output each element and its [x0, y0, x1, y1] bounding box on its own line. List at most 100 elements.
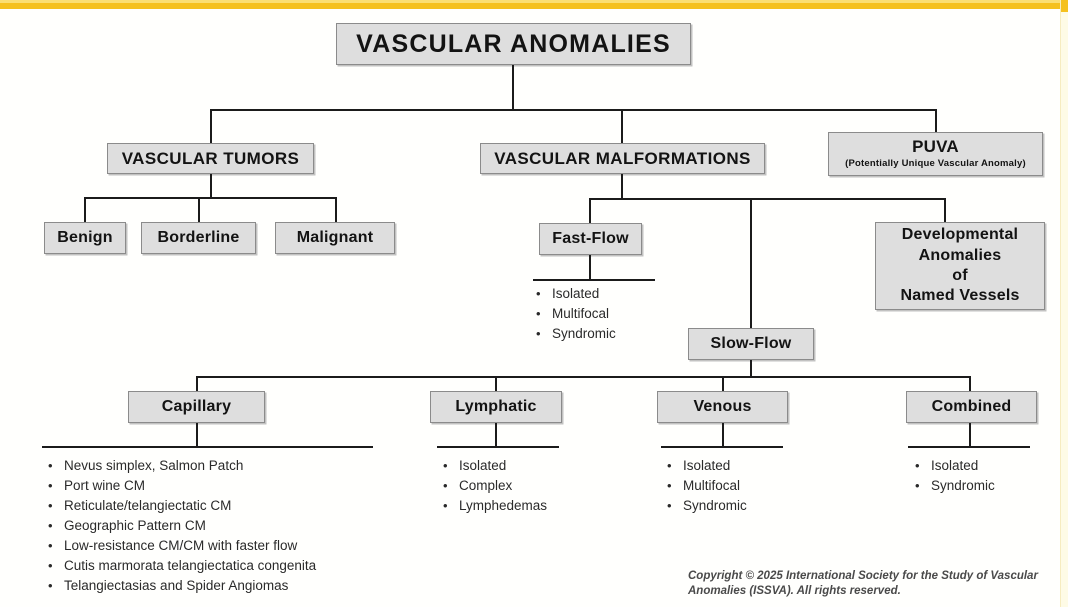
connector-tumors-bus: [84, 197, 337, 199]
list-item-label: Syndromic: [683, 498, 747, 513]
node-fast-flow[interactable]: Fast-Flow: [539, 223, 642, 255]
node-borderline[interactable]: Borderline: [141, 222, 256, 254]
bullet-icon: •: [48, 498, 53, 513]
list-item: • Syndromic: [667, 496, 747, 516]
connector-root-stem: [512, 65, 514, 110]
node-label: Malignant: [296, 229, 374, 246]
connector-drop-tumors: [210, 109, 212, 144]
node-label: PUVA: [912, 137, 959, 157]
connector-combined-stem: [969, 423, 971, 447]
bullet-icon: •: [443, 498, 448, 513]
node-label: Fast-Flow: [552, 230, 629, 247]
bullet-icon: •: [915, 478, 920, 493]
list-item: • Cutis marmorata telangiectatica congen…: [48, 556, 316, 576]
list-item: • Low-resistance CM/CM with faster flow: [48, 536, 316, 556]
list-item-label: Port wine CM: [64, 478, 146, 493]
bullet-icon: •: [536, 326, 541, 341]
right-edge-strip: [1060, 0, 1068, 607]
connector-lymphatic-stem: [495, 423, 497, 447]
connector-tumors-stem: [210, 174, 212, 198]
node-vascular-tumors[interactable]: VASCULAR TUMORS: [107, 143, 314, 174]
connector-drop-malformations: [621, 109, 623, 144]
list-item: • Telangiectasias and Spider Angiomas: [48, 576, 316, 596]
bullet-icon: •: [48, 478, 53, 493]
connector-drop-combined: [969, 376, 971, 392]
node-puva[interactable]: PUVA (Potentially Unique Vascular Anomal…: [828, 132, 1043, 176]
list-item-label: Low-resistance CM/CM with faster flow: [64, 538, 298, 553]
connector-venous-rule: [661, 446, 783, 448]
list-item-label: Reticulate/telangiectatic CM: [64, 498, 232, 513]
connector-drop-venous: [722, 376, 724, 392]
connector-slow-flow-bus: [196, 376, 971, 378]
list-fast-flow-items: • Isolated • Multifocal • Syndromic: [536, 284, 616, 344]
node-vascular-anomalies[interactable]: VASCULAR ANOMALIES: [336, 23, 691, 65]
bullet-icon: •: [48, 558, 53, 573]
list-item-label: Syndromic: [931, 478, 995, 493]
list-capillary-items: • Nevus simplex, Salmon Patch • Port win…: [48, 456, 316, 596]
list-item: • Multifocal: [536, 304, 616, 324]
node-label-line-3: of: [952, 267, 968, 284]
list-item-label: Isolated: [683, 458, 731, 473]
node-label: VASCULAR TUMORS: [121, 148, 300, 168]
list-item-label: Isolated: [552, 286, 600, 301]
list-item: • Isolated: [536, 284, 616, 304]
list-item-label: Isolated: [459, 458, 507, 473]
list-item: • Isolated: [915, 456, 995, 476]
list-item-label: Telangiectasias and Spider Angiomas: [64, 578, 289, 593]
node-label: Borderline: [157, 229, 240, 246]
node-vascular-malformations[interactable]: VASCULAR MALFORMATIONS: [480, 143, 765, 174]
list-item: • Complex: [443, 476, 547, 496]
list-item-label: Complex: [459, 478, 513, 493]
node-label: Venous: [693, 398, 752, 415]
bullet-icon: •: [536, 286, 541, 301]
list-item-label: Syndromic: [552, 326, 616, 341]
connector-drop-malignant: [335, 197, 337, 223]
connector-capillary-stem: [196, 423, 198, 447]
node-label: VASCULAR MALFORMATIONS: [494, 148, 751, 168]
list-item-label: Nevus simplex, Salmon Patch: [64, 458, 244, 473]
list-item-label: Multifocal: [683, 478, 741, 493]
node-venous[interactable]: Venous: [657, 391, 788, 423]
node-label-line-4: Named Vessels: [900, 287, 1020, 305]
bullet-icon: •: [48, 578, 53, 593]
bullet-icon: •: [667, 478, 672, 493]
connector-malformations-bus: [589, 198, 946, 200]
node-label: Combined: [931, 398, 1012, 415]
connector-venous-stem: [722, 423, 724, 447]
node-capillary[interactable]: Capillary: [128, 391, 265, 423]
node-label-line-1: Developmental: [901, 226, 1019, 244]
bullet-icon: •: [443, 458, 448, 473]
node-developmental-anomalies-of-named-vessels[interactable]: Developmental Anomalies of Named Vessels: [875, 222, 1045, 310]
node-label: Benign: [57, 229, 113, 246]
connector-drop-borderline: [198, 197, 200, 223]
node-malignant[interactable]: Malignant: [275, 222, 395, 254]
connector-combined-rule: [908, 446, 1030, 448]
connector-lymphatic-rule: [437, 446, 559, 448]
list-item: • Syndromic: [915, 476, 995, 496]
connector-level2-bus: [210, 109, 937, 111]
bullet-icon: •: [667, 458, 672, 473]
connector-drop-capillary: [196, 376, 198, 392]
list-item-label: Cutis marmorata telangiectatica congenit…: [64, 558, 317, 573]
connector-malformations-stem: [621, 174, 623, 200]
right-yellow-border: [1061, 0, 1068, 12]
top-yellow-highlight: [0, 0, 1068, 3]
list-item: • Reticulate/telangiectatic CM: [48, 496, 316, 516]
connector-drop-developmental: [944, 198, 946, 222]
list-venous-items: • Isolated • Multifocal • Syndromic: [667, 456, 747, 516]
list-item: • Port wine CM: [48, 476, 316, 496]
list-item-label: Lymphedemas: [459, 498, 548, 513]
list-lymphatic-items: • Isolated • Complex • Lymphedemas: [443, 456, 547, 516]
connector-fast-flow-stem: [589, 255, 591, 280]
connector-drop-slow-flow: [750, 198, 752, 328]
connector-drop-puva: [935, 109, 937, 132]
node-label: Capillary: [161, 398, 232, 415]
node-benign[interactable]: Benign: [44, 222, 126, 254]
connector-fast-flow-rule: [533, 279, 655, 281]
node-slow-flow[interactable]: Slow-Flow: [688, 328, 814, 360]
node-lymphatic[interactable]: Lymphatic: [430, 391, 562, 423]
node-combined[interactable]: Combined: [906, 391, 1037, 423]
list-item-label: Isolated: [931, 458, 979, 473]
node-label-line-2: Anomalies: [918, 246, 1002, 264]
